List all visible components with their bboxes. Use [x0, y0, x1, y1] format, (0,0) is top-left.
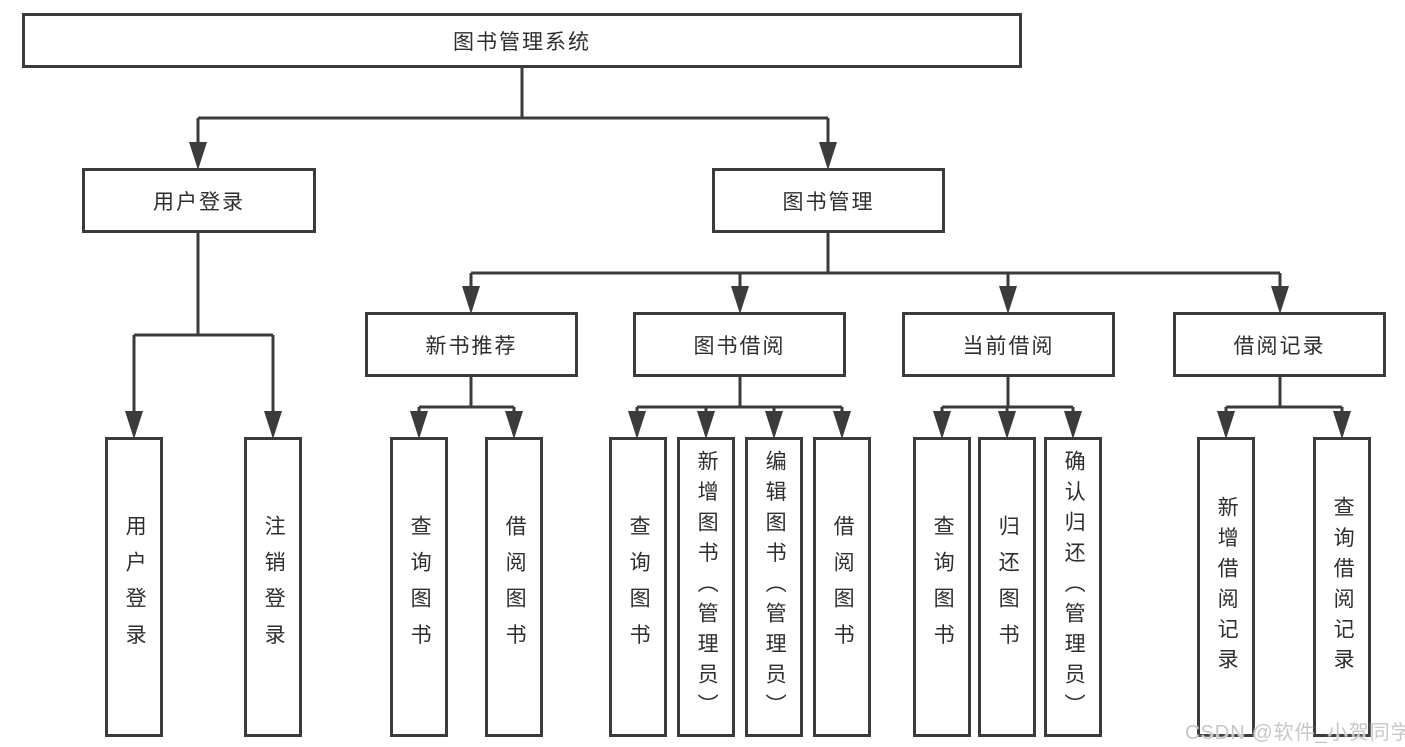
node-borrowing-records: 借阅记录: [1173, 312, 1386, 377]
leaf-query-books-3: 查询图书: [913, 437, 971, 737]
node-label: 新书推荐: [425, 334, 518, 358]
leaf-return-books: 归还图书: [978, 437, 1036, 737]
node-book-management: 图书管理: [712, 168, 945, 233]
node-label: 用户登录: [153, 190, 245, 214]
node-label: 图书管理: [782, 190, 875, 214]
node-label: 图书借阅: [693, 334, 786, 358]
node-library-management-system: 图书管理系统: [22, 13, 1022, 68]
leaf-logout: 注销登录: [244, 437, 302, 737]
leaf-add-borrow-record: 新增借阅记录: [1197, 437, 1255, 737]
node-label: 借阅记录: [1233, 334, 1326, 358]
leaf-add-book-admin: 新增图书（管理员）: [677, 437, 735, 737]
node-label: 当前借阅: [962, 334, 1055, 358]
node-current-borrowing: 当前借阅: [902, 312, 1115, 377]
node-new-book-recommendation: 新书推荐: [365, 312, 578, 377]
csdn-watermark: CSDN @软件_小贺同学: [1185, 722, 1405, 744]
leaf-confirm-return-admin: 确认归还（管理员）: [1044, 437, 1102, 737]
node-user-login: 用户登录: [82, 168, 316, 233]
leaf-borrow-books-1: 借阅图书: [485, 437, 543, 737]
leaf-query-books-1: 查询图书: [390, 437, 448, 737]
leaf-borrow-books-2: 借阅图书: [813, 437, 871, 737]
leaf-user-login: 用户登录: [105, 437, 163, 737]
node-book-borrowing: 图书借阅: [633, 312, 846, 377]
leaf-query-borrow-record: 查询借阅记录: [1313, 437, 1371, 737]
leaf-edit-book-admin: 编辑图书（管理员）: [745, 437, 803, 737]
leaf-query-books-2: 查询图书: [609, 437, 667, 737]
node-label: 图书管理系统: [453, 30, 591, 54]
